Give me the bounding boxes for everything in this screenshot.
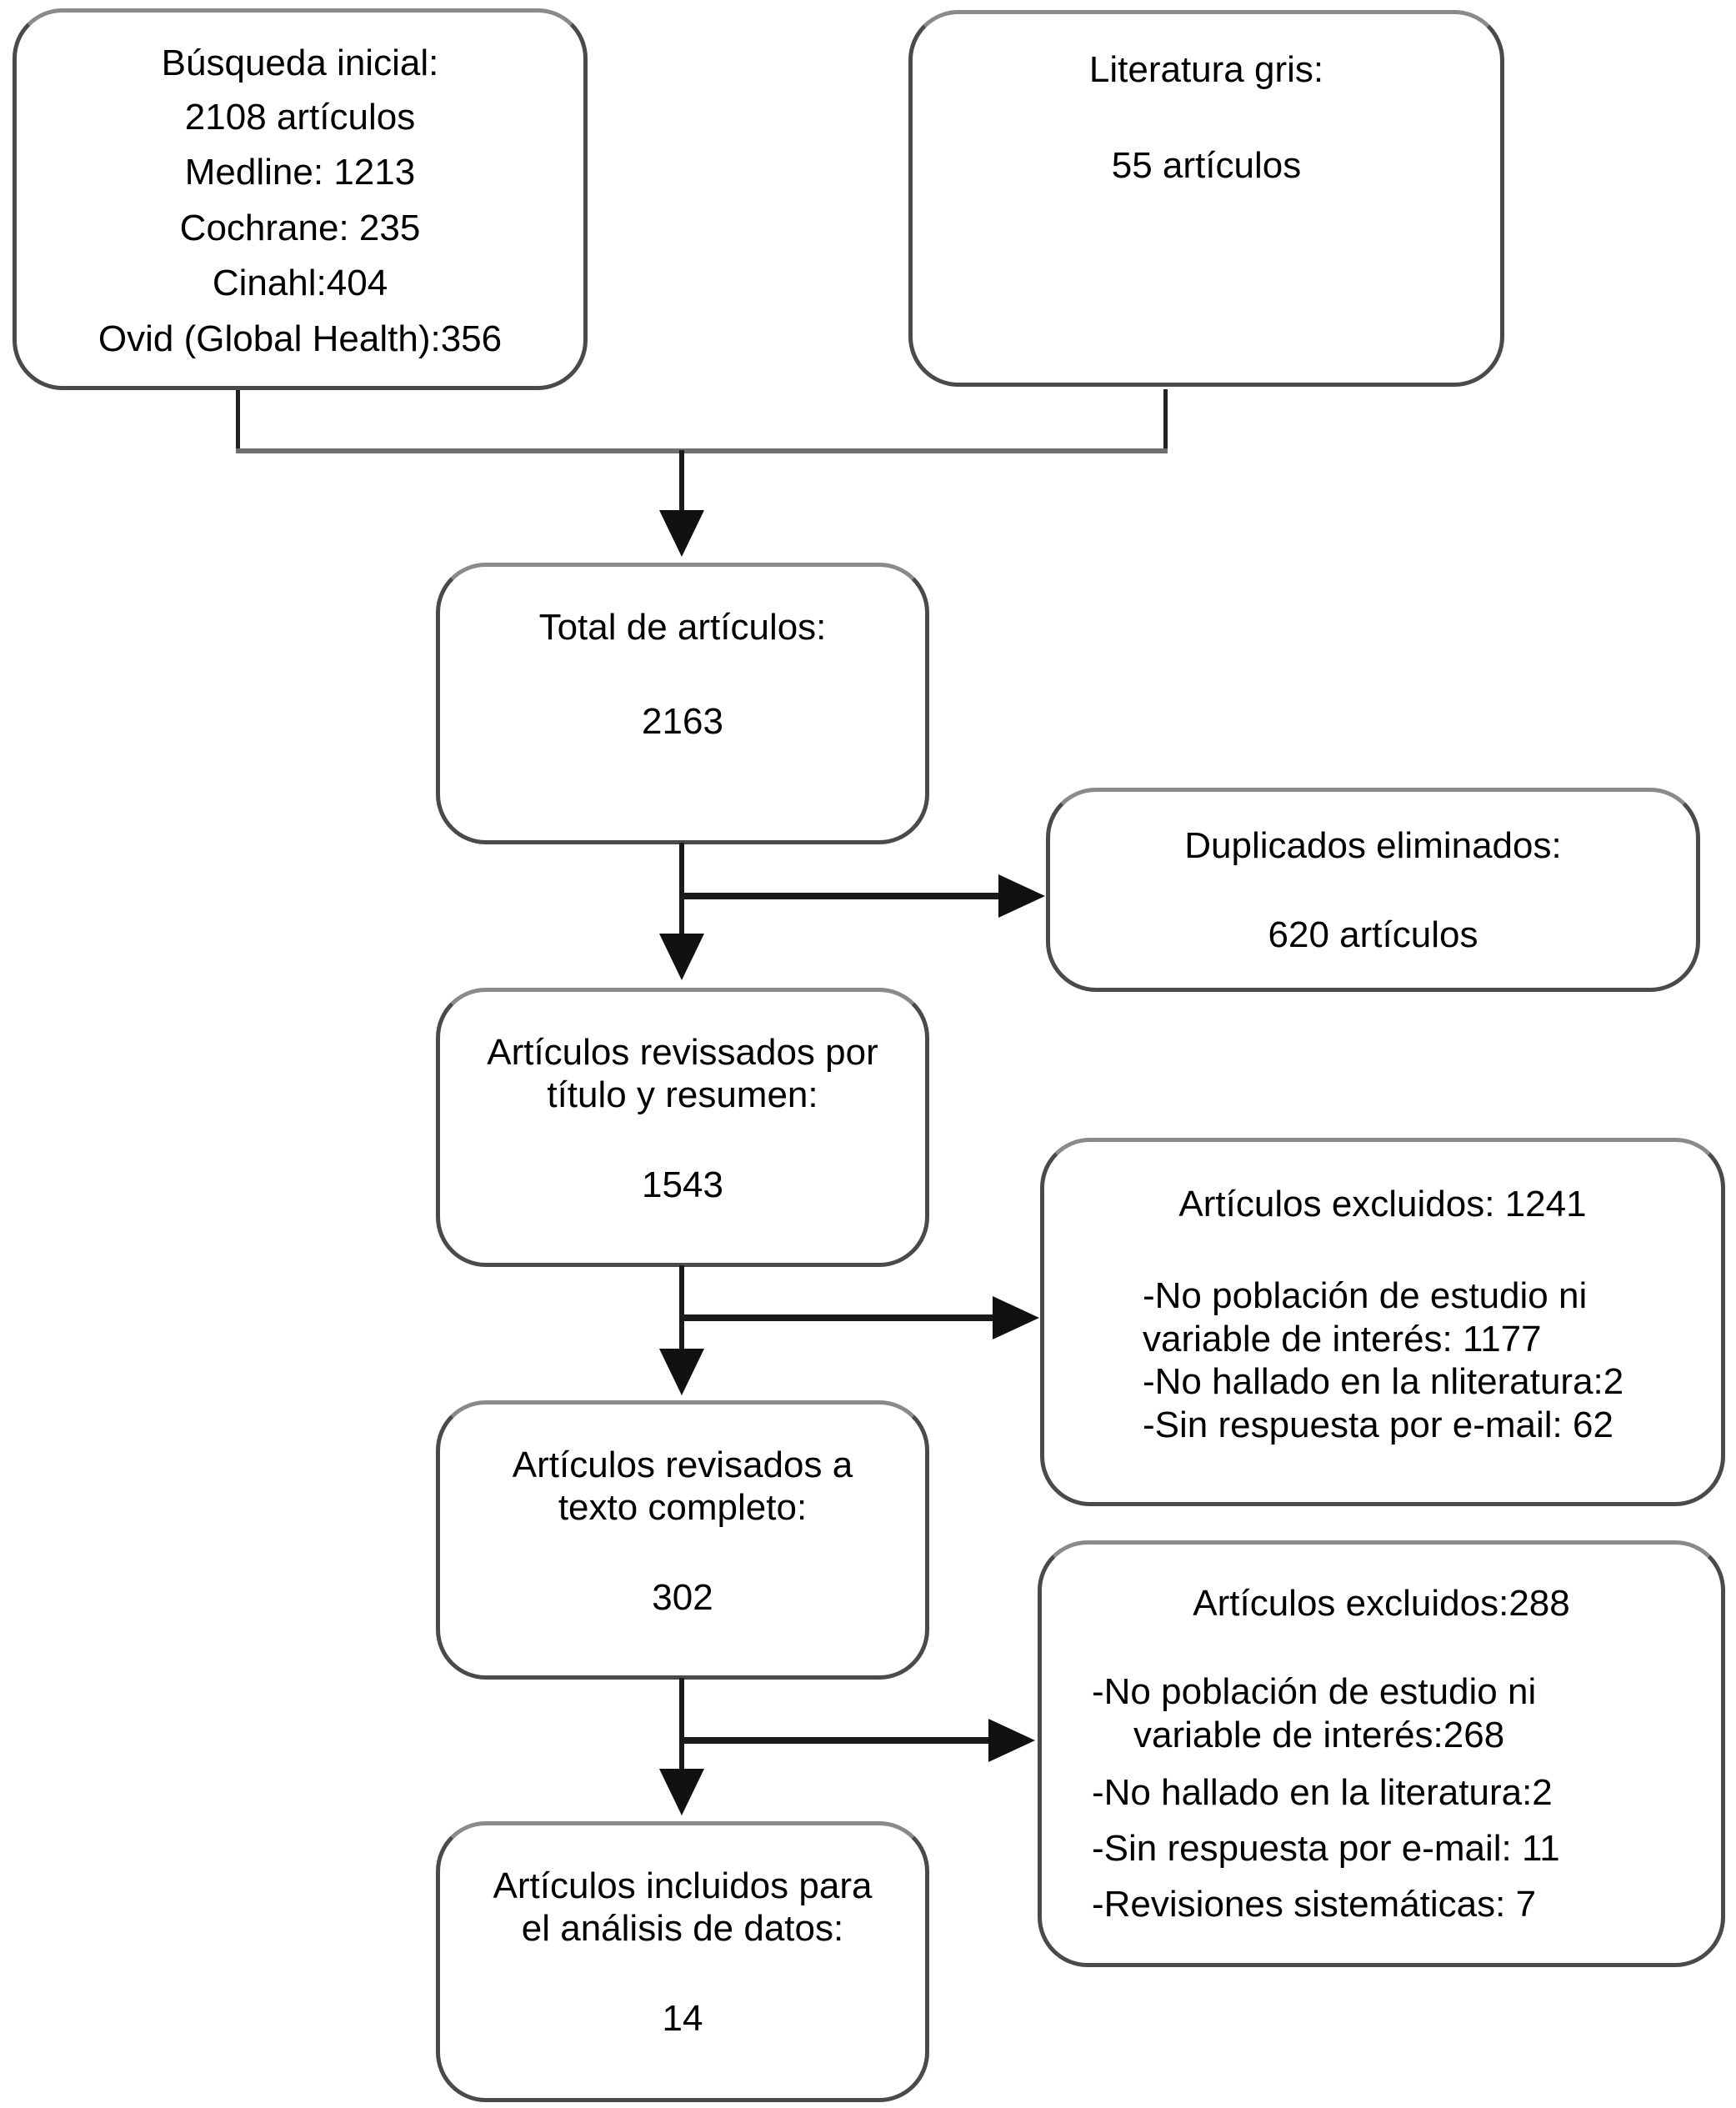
box-line: Cinahl:404 [212,263,388,304]
box-count: 14 [662,1998,703,2040]
box-title: Búsqueda inicial: [161,43,439,83]
box-count: 2163 [642,700,723,742]
box-line: Ovid (Global Health):356 [98,318,503,359]
arrowhead-down-icon [659,1769,704,1815]
flow-box-duplicates-removed: Duplicados eliminados: 620 artículos [1046,788,1700,992]
arrowhead-down-icon [659,510,704,557]
box-line: -Sin respuesta por e-mail: 11 [1092,1827,1560,1869]
connector-join-horizontal [236,448,1168,453]
flow-box-full-text-reviewed: Artículos revisados a texto completo: 30… [436,1400,929,1680]
connector-spine-1 [679,450,684,515]
flow-box-initial-search: Búsqueda inicial: 2108 artículos Medline… [13,8,588,390]
box-title: Artículos revisados a [512,1445,853,1485]
connector-branch-excluded-1 [682,1314,994,1321]
box-line: Cochrane: 235 [179,207,421,248]
connector-branch-duplicates [682,893,1000,899]
flow-box-excluded-288: Artículos excluidos:288 -No población de… [1038,1540,1725,1967]
box-line: -No población de estudio ni [1143,1274,1588,1316]
box-line: -No hallado en la literatura:2 [1092,1772,1553,1814]
arrowhead-down-icon [659,1349,704,1395]
box-title: Total de artículos: [538,607,827,648]
box-line: -Revisiones sistemáticas: 7 [1092,1883,1537,1925]
flow-box-excluded-1241: Artículos excluidos: 1241 -No población … [1040,1138,1725,1506]
flow-box-total-articles: Total de artículos: 2163 [436,563,929,844]
arrowhead-right-icon [988,1719,1035,1762]
box-title: el análisis de datos: [521,1907,844,1949]
box-title: Literatura gris: [1088,49,1324,90]
box-count: 302 [652,1577,713,1619]
box-title: Artículos excluidos:288 [1193,1583,1570,1624]
box-line: -No población de estudio ni [1092,1670,1537,1712]
box-title: Artículos revissados por [487,1032,878,1073]
connector-spine-3 [679,1265,684,1354]
box-line: Medline: 1213 [184,152,416,193]
connector-spine-4 [679,1678,684,1773]
box-count: 1543 [642,1164,723,1206]
connector-spine-2 [679,843,684,938]
box-title: texto completo: [558,1486,808,1528]
box-count: 620 artículos [1268,914,1478,955]
flow-box-screened-title-abstract: Artículos revissados por título y resume… [436,988,929,1267]
box-title: Duplicados eliminados: [1184,825,1562,866]
box-line: 2108 artículos [184,96,416,138]
arrowhead-down-icon [659,934,704,980]
connector-branch-excluded-2 [682,1737,990,1744]
box-line: variable de interés: 1177 [1143,1318,1542,1359]
box-line: variable de interés:268 [1133,1715,1505,1756]
exclusion-reasons: -No población de estudio ni variable de … [1092,1670,1701,1927]
box-title: título y resumen: [547,1074,818,1115]
box-line: -No hallado en la nliteratura:2 [1143,1361,1624,1403]
exclusion-reasons: -No población de estudio ni variable de … [1143,1274,1696,1448]
flow-box-grey-literature: Literatura gris: 55 artículos [908,10,1504,387]
box-count: 55 artículos [1111,144,1302,186]
box-title: Artículos excluidos: 1241 [1178,1184,1587,1224]
connector-right-vertical [1163,389,1168,450]
flow-box-included-for-analysis: Artículos incluidos para el análisis de … [436,1821,929,2102]
connector-left-vertical [236,390,240,450]
box-line: -Sin respuesta por e-mail: 62 [1143,1404,1613,1446]
box-title: Artículos incluidos para [493,1865,873,1906]
arrowhead-right-icon [993,1296,1039,1339]
arrowhead-right-icon [998,874,1045,918]
